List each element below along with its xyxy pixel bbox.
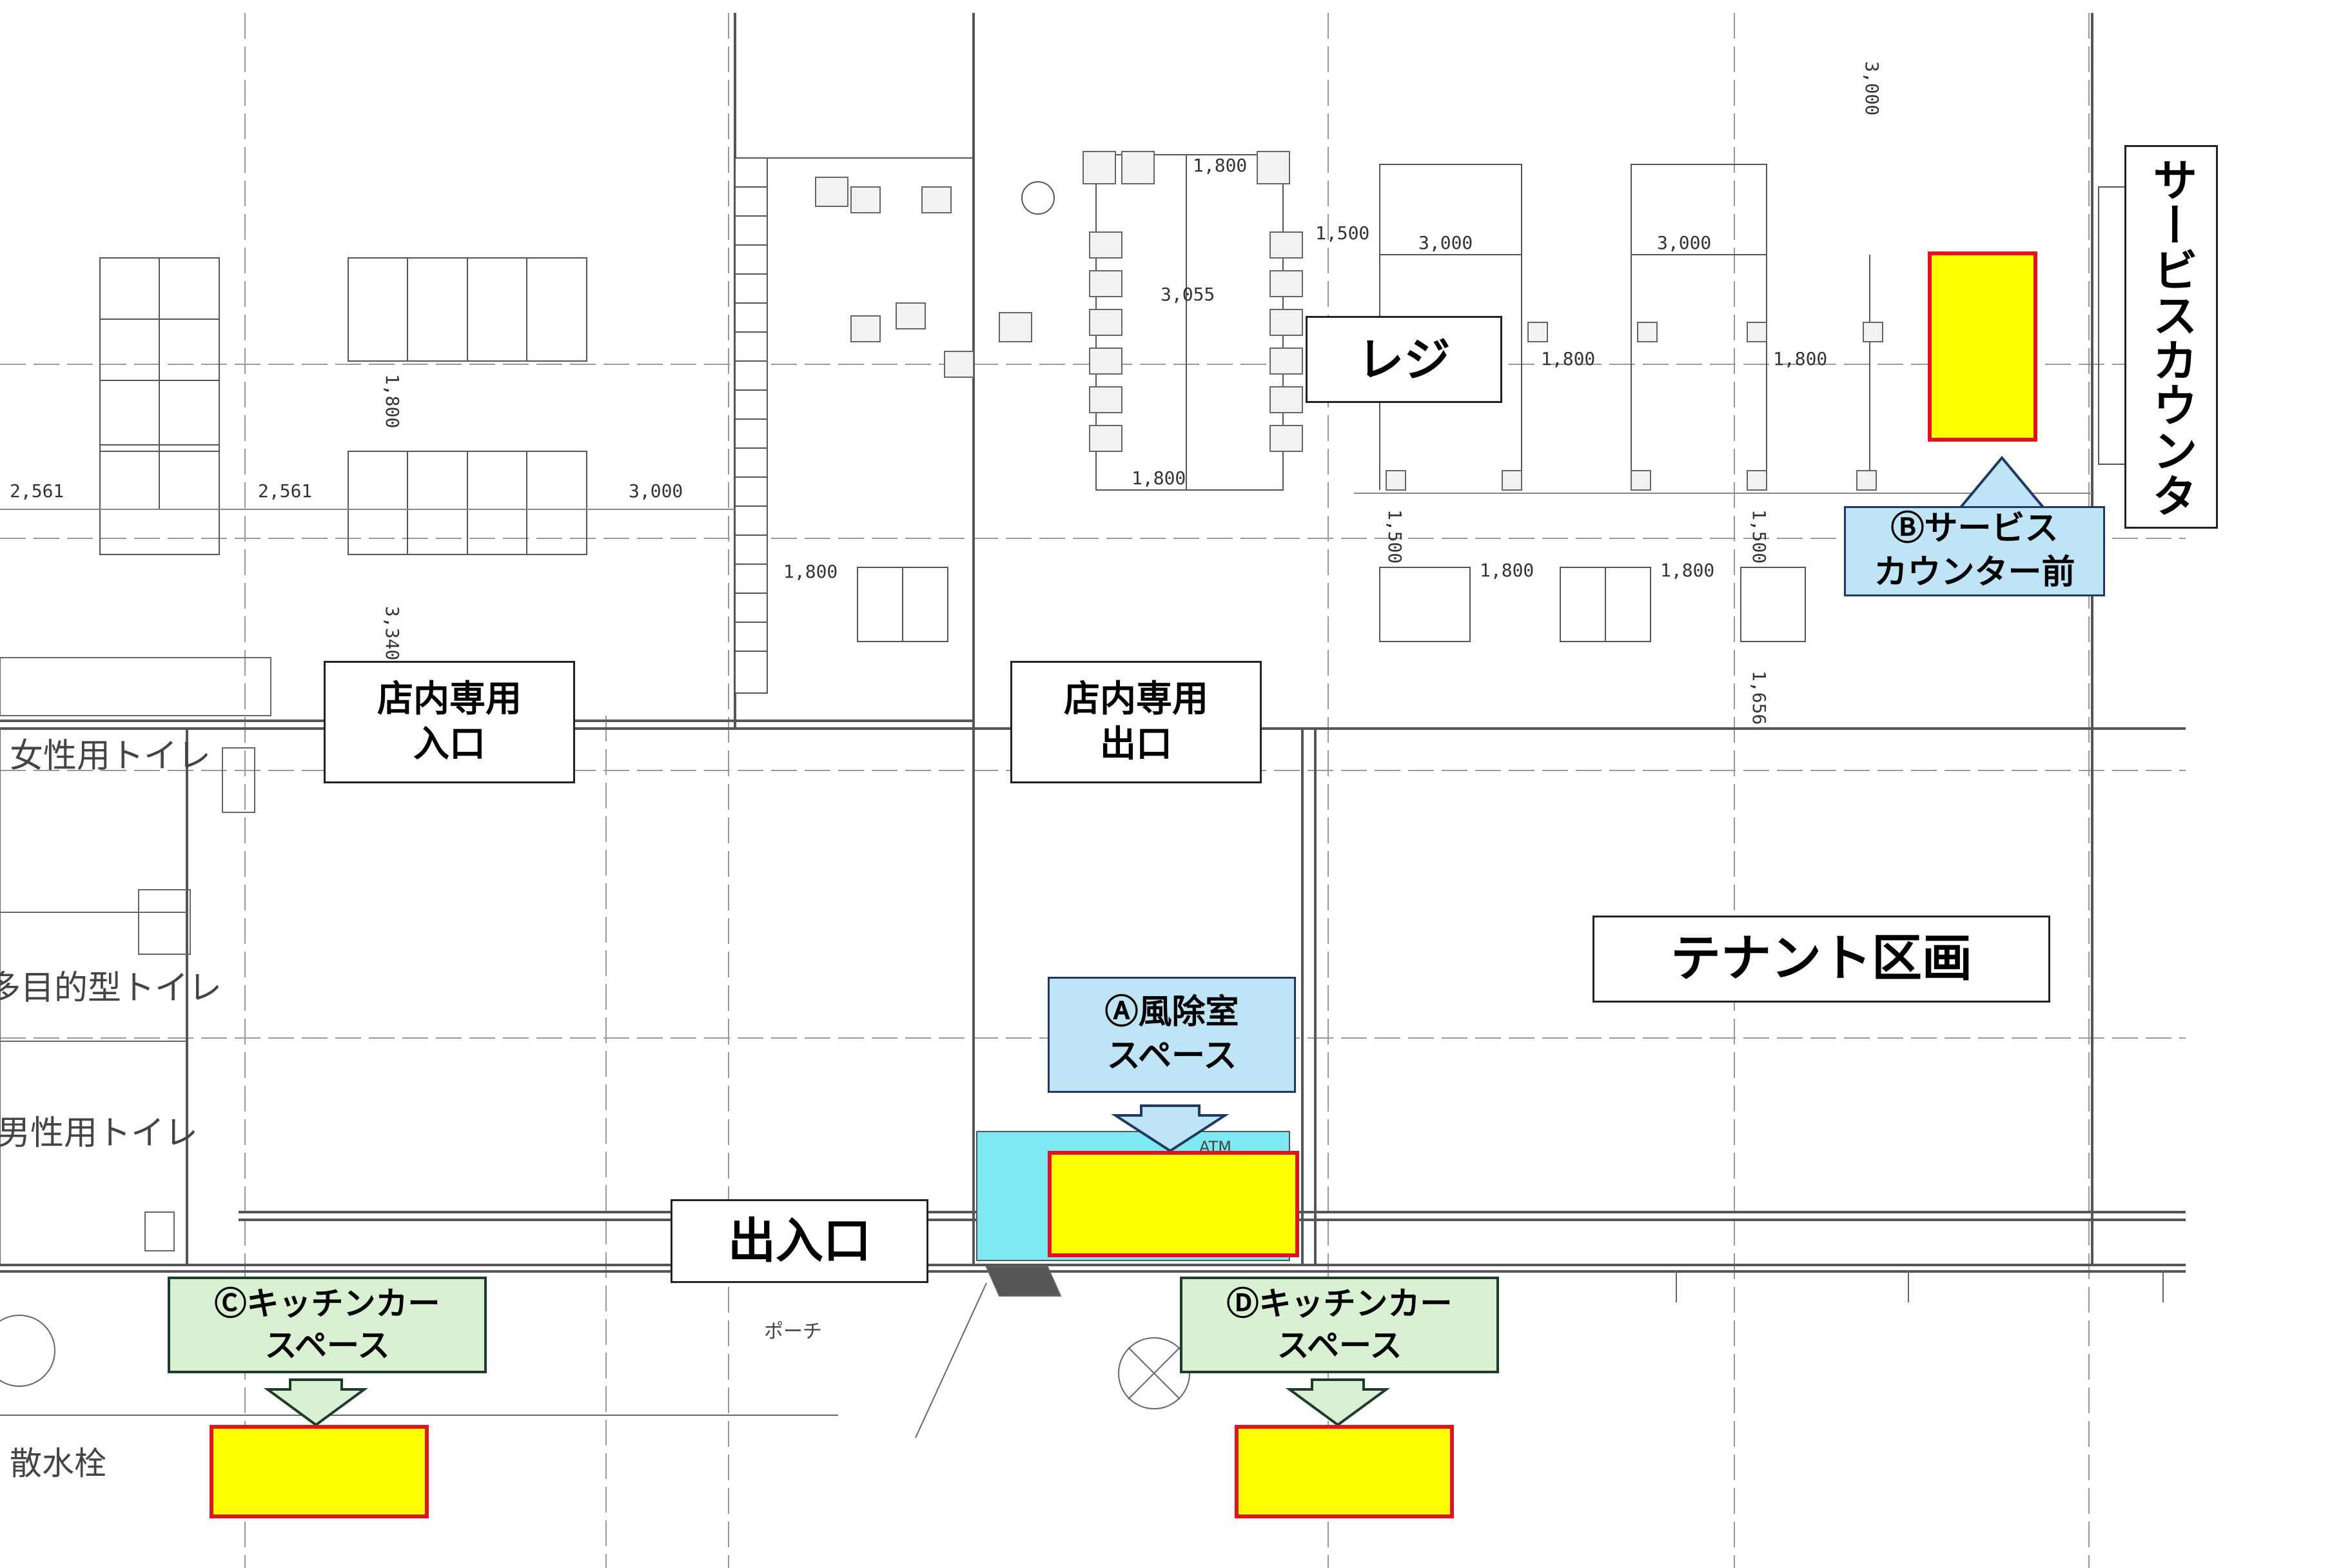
callout-c-line2: スペース (264, 1327, 390, 1364)
dimension-label: 1,800 (783, 561, 838, 582)
zone-b-service-counter (1928, 251, 2037, 442)
store-exit-label: 店内専用 出口 (1010, 661, 1262, 783)
callout-a-line2: スペース (1106, 1037, 1237, 1075)
zone-d-kitchen-car (1235, 1425, 1454, 1518)
dimension-label: 2,561 (258, 480, 313, 502)
hydrant-text: 散水栓 (10, 1445, 106, 1482)
service-counter-label: サービスカウンタ (2124, 145, 2218, 529)
store-exit-line2: 出口 (1100, 723, 1172, 765)
callout-b-line2: カウンター前 (1874, 553, 2075, 592)
service-counter-label-text: サービスカウンタ (2145, 156, 2199, 518)
dimension-label: 1,800 (1773, 348, 1828, 369)
store-entrance-label: 店内専用 入口 (324, 661, 575, 783)
callout-c-line1: Ⓒキッチンカー (214, 1285, 440, 1322)
register-label-text: レジ (1357, 332, 1451, 387)
register-label: レジ (1306, 316, 1502, 403)
store-exit-line1: 店内専用 (1064, 678, 1208, 720)
dimension-label: 3,000 (1861, 61, 1883, 116)
dimension-label: 1,800 (1132, 467, 1186, 489)
dimension-label: 3,000 (1418, 232, 1473, 253)
zone-c-kitchen-car (210, 1425, 429, 1518)
callout-b-line1: Ⓑサービス (1890, 509, 2059, 549)
callout-d-line2: スペース (1277, 1327, 1402, 1364)
dimension-label: 3,055 (1161, 284, 1215, 305)
dimension-label: 1,800 (1193, 155, 1248, 176)
dimension-label: 1,800 (382, 374, 403, 429)
dimension-label: 1,800 (1541, 348, 1596, 369)
dimension-label: 3,340 (382, 606, 403, 661)
tenant-area-label: テナント区画 (1592, 916, 2050, 1003)
store-entrance-line2: 入口 (413, 723, 485, 765)
mens-restroom-text: 男性用トイレ (0, 1114, 199, 1153)
callout-a-vestibule: Ⓐ風除室 スペース (1048, 977, 1296, 1093)
callout-c-kitchen-car: Ⓒキッチンカー スペース (168, 1277, 487, 1373)
dimension-label: 2,561 (10, 480, 64, 502)
callout-b-service-counter: Ⓑサービス カウンター前 (1844, 506, 2105, 596)
zone-a-vestibule (1048, 1151, 1299, 1257)
dimension-label: 1,500 (1315, 222, 1370, 244)
dimension-label: 1,500 (1384, 509, 1406, 564)
dimension-label: 1,800 (1660, 560, 1715, 581)
callout-d-line1: Ⓓキッチンカー (1226, 1285, 1453, 1322)
main-entrance-label-text: 出入口 (728, 1213, 871, 1269)
multipurpose-restroom-text: 多目的型トイレ (0, 969, 222, 1008)
porch-text: ポーチ (764, 1320, 822, 1343)
dimension-label: 3,000 (629, 480, 683, 502)
callout-a-line1: Ⓐ風除室 (1104, 993, 1239, 1032)
store-entrance-line1: 店内専用 (377, 678, 522, 720)
tenant-area-label-text: テナント区画 (1670, 929, 1972, 988)
main-entrance-label: 出入口 (671, 1199, 928, 1283)
dimension-label: 1,656 (1749, 671, 1770, 725)
dimension-label: 1,800 (1480, 560, 1534, 581)
callout-d-kitchen-car: Ⓓキッチンカー スペース (1180, 1277, 1499, 1373)
dimension-label: 3,000 (1657, 232, 1712, 253)
dimension-label: 1,500 (1749, 509, 1770, 564)
womens-restroom-text: 女性用トイレ (10, 737, 211, 776)
